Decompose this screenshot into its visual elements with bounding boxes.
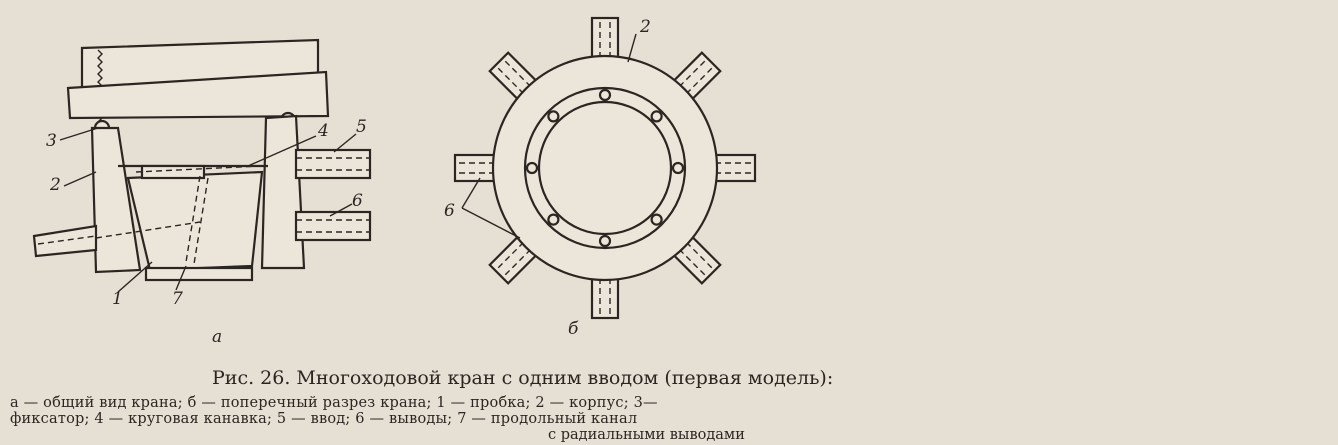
radial-hole (547, 213, 560, 226)
label-b-2: 2 (639, 17, 651, 37)
label-5: 5 (356, 117, 367, 137)
radial-hole (671, 161, 685, 175)
radial-hole (547, 110, 560, 123)
label-2: 2 (49, 175, 61, 195)
radial-hole (525, 161, 539, 175)
valve-figure: 3 2 4 5 6 1 7 а 2 6 б (32, 16, 757, 347)
longitudinal-channel (95, 175, 209, 265)
label-b-6: 6 (444, 201, 455, 221)
cap-plate (66, 70, 330, 120)
radial-hole (650, 213, 663, 226)
outlet-pipe-right (294, 210, 372, 242)
radial-holes (525, 88, 685, 248)
caption-line-1: а — общий вид крана; б — поперечный разр… (10, 395, 658, 411)
label-6: 6 (352, 191, 363, 211)
label-7: 7 (172, 289, 183, 309)
radial-hole (650, 110, 663, 123)
caption-line-2: фиксатор; 4 — круговая канавка; 5 — ввод… (10, 411, 638, 427)
caption-line-3: с радиальными выводами (548, 427, 745, 443)
plug (126, 170, 264, 272)
view-label-b: б (568, 319, 579, 339)
label-3: 3 (46, 131, 57, 151)
body-left-wall (90, 126, 142, 274)
base-plate (144, 266, 254, 282)
radial-hole (598, 234, 612, 248)
caption-title: Рис. 26. Многоходовой кран с одним вводо… (212, 367, 834, 389)
plug-ring (140, 164, 206, 180)
body-right-wall (260, 114, 306, 270)
general-view-drawing: 3 2 4 5 6 1 7 а (32, 38, 372, 347)
plug-inner-circle (537, 100, 673, 236)
outlet-pipe-left (32, 224, 98, 258)
label-1: 1 (112, 289, 123, 309)
circular-groove (135, 165, 261, 173)
plug-outer-circle (523, 86, 687, 250)
inlet-pipe (294, 148, 372, 180)
label-4: 4 (317, 121, 329, 141)
radial-hole (598, 88, 612, 102)
view-label-a: а (212, 327, 222, 347)
cross-section-drawing: 2 6 б (444, 16, 757, 339)
